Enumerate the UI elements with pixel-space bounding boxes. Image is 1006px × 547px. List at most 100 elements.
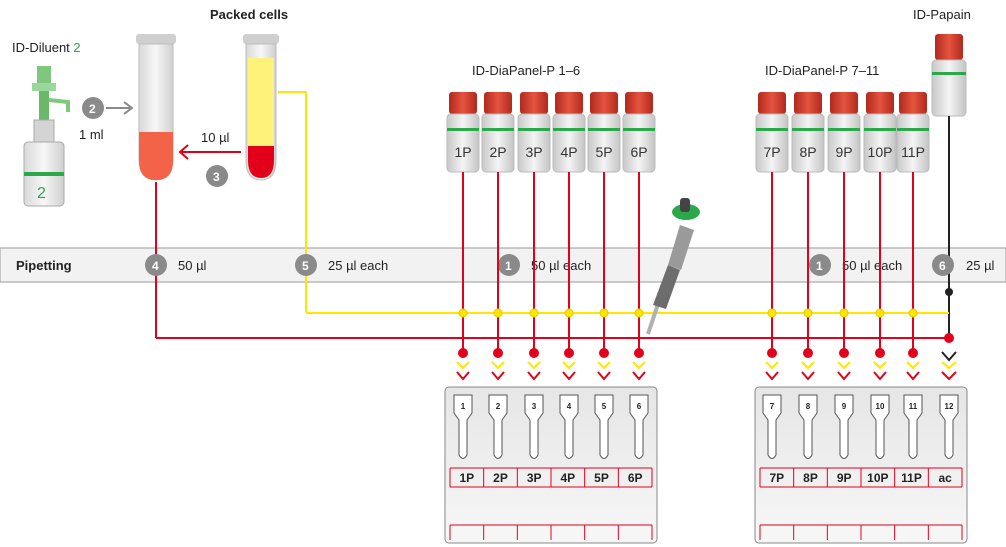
diluent-tube (136, 34, 176, 181)
ac-red-arrow (941, 371, 957, 381)
panel-7-11-label: ID-DiaPanel-P 7–11 (765, 63, 879, 78)
vial-label: 10P (868, 144, 893, 160)
reagent-vial-9P: 9P (827, 92, 861, 173)
ac-yellow-arrow (941, 361, 957, 370)
step-number: 6 (939, 259, 946, 273)
step-volume-text: 25 µl (966, 258, 995, 273)
vial-label: 4P (560, 144, 577, 160)
one-ml-label: 1 ml (79, 127, 104, 142)
microtube: 2 (488, 394, 508, 459)
microtube: 3 (524, 394, 544, 459)
red-arrow (632, 371, 646, 381)
red-arrow (491, 371, 505, 381)
papain-black-dot (945, 288, 953, 296)
red-junction (493, 348, 503, 358)
reagent-vial-6P: 6P (622, 92, 656, 173)
tube-number: 1 (461, 402, 466, 411)
red-arrow (527, 371, 541, 381)
red-junction (908, 348, 918, 358)
yellow-junction (875, 308, 885, 318)
red-junction (634, 348, 644, 358)
step-number: 1 (505, 259, 512, 273)
tube-number: 9 (842, 402, 847, 411)
yellow-junction (839, 308, 849, 318)
vial-label: 5P (595, 144, 612, 160)
papain-vial (931, 34, 967, 117)
microtube: 1 (453, 394, 473, 459)
step-number: 5 (302, 259, 309, 273)
step-circle-5 (295, 254, 317, 276)
vial-label: 3P (525, 144, 542, 160)
step-marker-2-text: 2 (89, 102, 96, 116)
card-column-label: 3P (527, 471, 542, 485)
red-arrow (765, 371, 779, 381)
dispenser-bottle-icon: 2 (23, 66, 70, 207)
ac-black-arrow (941, 351, 957, 362)
tube-number: 10 (876, 402, 885, 411)
card-column-label: 1P (459, 471, 474, 485)
red-arrow (837, 371, 851, 381)
reagent-vial-4P: 4P (552, 92, 586, 173)
tube-number: 7 (770, 402, 775, 411)
step-volume-text: 50 µl each (531, 258, 591, 273)
card-column-label: 9P (837, 471, 852, 485)
step-volume-text: 50 µl each (842, 258, 902, 273)
ten-ul-label: 10 µl (201, 130, 230, 145)
card-column-label: 6P (628, 471, 643, 485)
yellow-junction (908, 308, 918, 318)
yellow-junction (493, 308, 503, 318)
step-marker-2 (82, 97, 104, 119)
yellow-arrow (527, 361, 541, 370)
yellow-junction (803, 308, 813, 318)
reagent-vial-3P: 3P (517, 92, 551, 173)
yellow-arrow (632, 361, 646, 370)
yellow-junction (529, 308, 539, 318)
card-column-label: 7P (769, 471, 784, 485)
step-circle-1 (809, 254, 831, 276)
red-arrow (562, 371, 576, 381)
tube-number: 11 (909, 402, 918, 411)
step-number: 1 (816, 259, 823, 273)
red-junction (458, 348, 468, 358)
pipette-icon (646, 198, 700, 335)
microtube: 8 (798, 394, 818, 459)
microtube: 6 (629, 394, 649, 459)
id-papain-label: ID-Papain (913, 7, 971, 22)
yellow-junction (599, 308, 609, 318)
packed-cells-yellow-line (278, 91, 307, 312)
yellow-arrow (873, 361, 887, 370)
step-circle-1 (498, 254, 520, 276)
vial-label: 7P (763, 144, 780, 160)
microtube: 5 (594, 394, 614, 459)
ac-red-dot (944, 333, 954, 343)
reagent-vial-10P: 10P (863, 92, 897, 173)
vial-label: 2P (489, 144, 506, 160)
yellow-arrow (906, 361, 920, 370)
packed-cells-tube (243, 34, 279, 181)
reagent-vial-5P: 5P (587, 92, 621, 173)
yellow-arrow (837, 361, 851, 370)
microtube: 12 (939, 394, 959, 459)
red-junction (803, 348, 813, 358)
vial-label: 6P (630, 144, 647, 160)
yellow-arrow (491, 361, 505, 370)
step-volume-text: 25 µl each (328, 258, 388, 273)
red-junction (564, 348, 574, 358)
tube-number: 12 (945, 402, 954, 411)
step-marker-3-text: 3 (213, 170, 220, 184)
reagent-vial-8P: 8P (791, 92, 825, 173)
red-junction (767, 348, 777, 358)
step-volume-text: 50 µl (178, 258, 207, 273)
reagent-vial-1P: 1P (446, 92, 480, 173)
red-junction (599, 348, 609, 358)
yellow-junction (634, 308, 644, 318)
card-column-label: 8P (803, 471, 818, 485)
red-arrow (597, 371, 611, 381)
microtube: 4 (559, 394, 579, 459)
yellow-arrow (765, 361, 779, 370)
yellow-arrow (562, 361, 576, 370)
card-column-label: 10P (867, 471, 888, 485)
reagent-vial-2P: 2P (481, 92, 515, 173)
